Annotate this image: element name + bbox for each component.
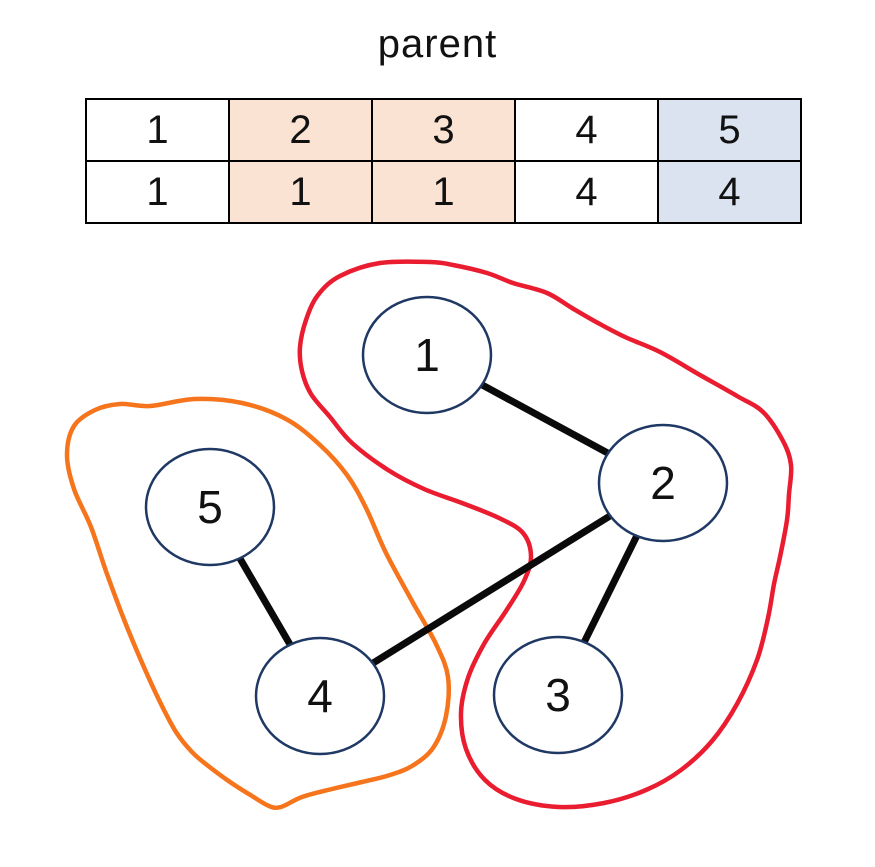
graph-node-4-circle: [254, 636, 386, 756]
table-cell-r1c2: 2: [228, 98, 373, 162]
graph-node-2-label: 2: [650, 457, 676, 509]
table-cell-r2c1: 1: [85, 160, 230, 224]
table-cell-r2c3: 1: [371, 160, 516, 224]
graph-node-3-circle: [492, 635, 624, 755]
diagram-title: parent: [377, 22, 498, 66]
table-cell-r2c5: 4: [657, 160, 802, 224]
orange-group-outline: [64, 396, 452, 811]
graph-edge-2-4: [318, 480, 665, 699]
table-cell-r1c5: 5: [657, 98, 802, 162]
table-cell-r1c3: 3: [371, 98, 516, 162]
red-group-outline: [297, 259, 794, 810]
table-cell-r2c4: 4: [514, 160, 659, 224]
graph-node-5-label: 5: [197, 481, 223, 533]
graph-node-2-circle: [597, 423, 729, 543]
graph-node-1-label: 1: [414, 329, 440, 381]
graph-node-5-circle: [144, 447, 276, 567]
table-cell-r1c1: 1: [85, 98, 230, 162]
graph-node-3-label: 3: [545, 669, 571, 721]
table-cell-r2c2: 1: [228, 160, 373, 224]
table-cell-r1c4: 4: [514, 98, 659, 162]
graph-node-4-label: 4: [307, 670, 333, 722]
graph-node-1-circle: [361, 295, 493, 415]
